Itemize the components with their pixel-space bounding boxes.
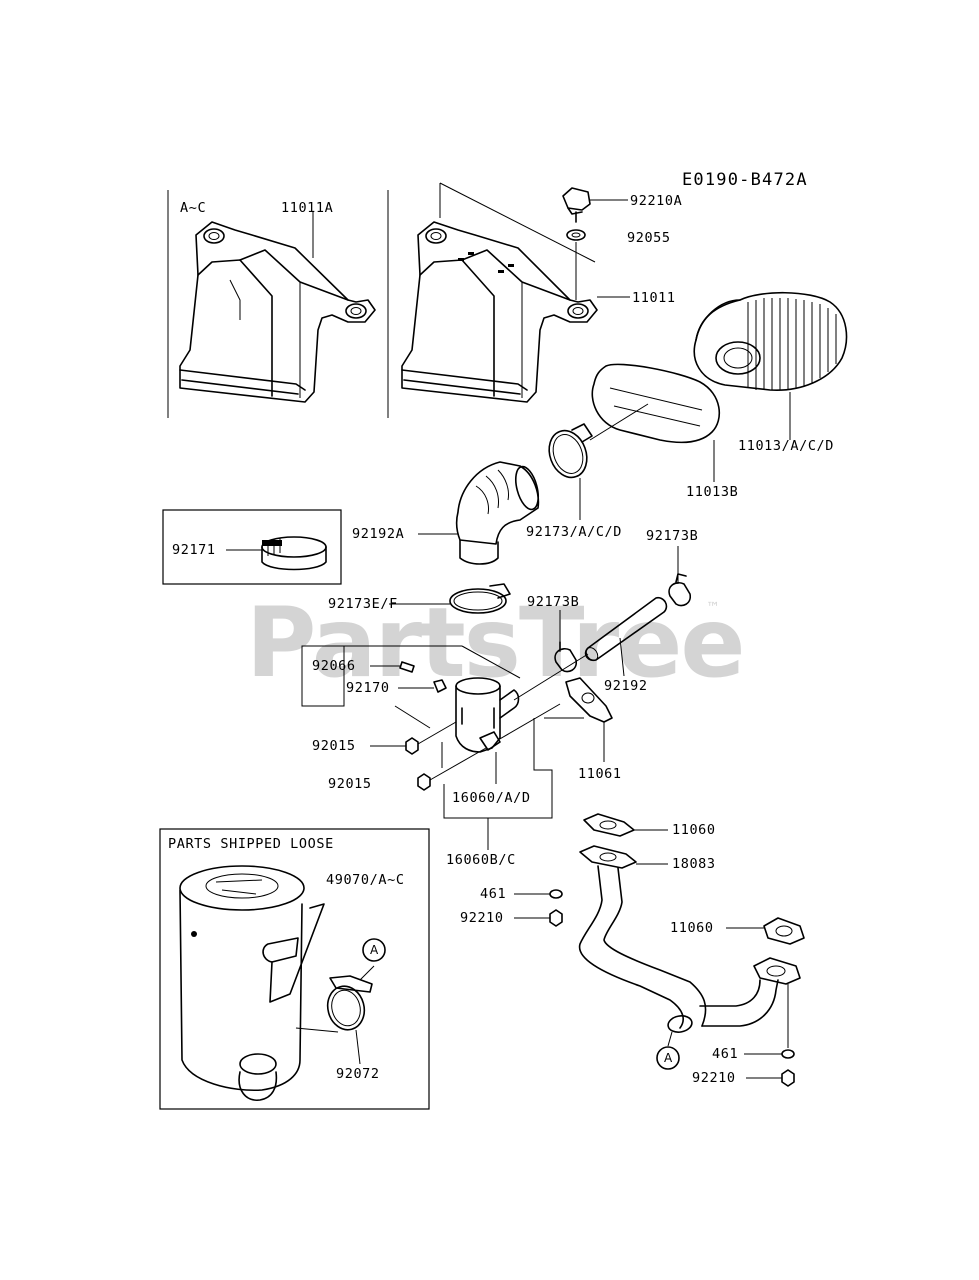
- gasket-11060-a: [583, 813, 635, 837]
- label-11011: 11011: [632, 290, 676, 306]
- trademark-symbol: ™: [706, 600, 720, 616]
- leader-92072: [355, 1029, 361, 1065]
- washer-461-a: [549, 889, 563, 899]
- nut-92210-a: [549, 909, 563, 927]
- bolt-92170: [433, 679, 447, 693]
- label-92173EF: 92173E/F: [328, 596, 398, 612]
- label-92055: 92055: [627, 230, 671, 246]
- label-92192: 92192: [604, 678, 648, 694]
- muffler-49070: [179, 865, 325, 1101]
- variant-note: A~C: [180, 200, 206, 216]
- intake-pipe-16060: [455, 677, 520, 753]
- label-92173B-mid: 92173B: [527, 594, 579, 610]
- label-92210A: 92210A: [630, 193, 682, 209]
- label-92066: 92066: [312, 658, 356, 674]
- label-11060-b: 11060: [670, 920, 714, 936]
- watermark: PartsTree: [246, 587, 743, 699]
- gasket-11061: [565, 677, 613, 723]
- nut-92015-a: [405, 737, 419, 755]
- clamp-92171: [261, 536, 327, 571]
- hose-92192: [584, 596, 668, 662]
- leader-92192: [619, 637, 625, 677]
- label-92210-a: 92210: [460, 910, 504, 926]
- washer-461-b: [781, 1049, 795, 1059]
- label-461-a: 461: [480, 886, 506, 902]
- label-92072: 92072: [336, 1066, 380, 1082]
- label-11060-a: 11060: [672, 822, 716, 838]
- gasket-11060-b: [763, 917, 805, 945]
- label-92173B-top: 92173B: [646, 528, 698, 544]
- label-92170: 92170: [346, 680, 390, 696]
- clamp-92173ACD: [548, 423, 593, 479]
- label-16060AD: 16060/A/D: [452, 790, 531, 806]
- box-parts-shipped-loose: [159, 828, 430, 1110]
- label-92192A: 92192A: [352, 526, 404, 542]
- bracket-16060: [443, 718, 553, 819]
- callout-a-exhaust-letter: A: [664, 1051, 673, 1065]
- label-92171: 92171: [172, 542, 216, 558]
- nut-92015-b: [417, 773, 431, 791]
- label-11011A: 11011A: [281, 200, 333, 216]
- air-cleaner-base-11011: [401, 221, 598, 403]
- callout-a-loose: [362, 938, 386, 962]
- label-16060BC: 16060B/C: [446, 852, 516, 868]
- label-92210-b: 92210: [692, 1070, 736, 1086]
- clamp-92173EF: [449, 583, 511, 614]
- bolt-92210A: [562, 187, 591, 223]
- label-11061: 11061: [578, 766, 622, 782]
- filter-element-11013: [693, 291, 848, 391]
- label-92015-a: 92015: [312, 738, 356, 754]
- stud-92066: [399, 661, 415, 673]
- label-11013: 11013/A/C/D: [738, 438, 834, 454]
- label-92173ACD: 92173/A/C/D: [526, 524, 622, 540]
- elbow-hose-92192A: [455, 461, 540, 565]
- label-461-b: 461: [712, 1046, 738, 1062]
- callout-a-exhaust: [656, 1046, 680, 1070]
- assembly-line-clamp: [589, 403, 649, 441]
- nut-92210-b: [781, 1069, 795, 1087]
- label-92015-b: 92015: [328, 776, 372, 792]
- clamp-92072: [326, 965, 375, 1031]
- label-49070: 49070/A~C: [326, 872, 405, 888]
- pre-cleaner-11013B: [591, 363, 720, 444]
- loose-parts-title: PARTS SHIPPED LOOSE: [168, 836, 334, 852]
- assembly-line-top: [439, 182, 596, 263]
- diagram-code: E0190-B472A: [682, 170, 808, 190]
- box-92171: [162, 509, 342, 585]
- callout-a-loose-letter: A: [370, 943, 379, 957]
- assembly-line-hose: [513, 653, 589, 701]
- air-cleaner-base-11011A: [179, 221, 376, 403]
- label-11013B: 11013B: [686, 484, 738, 500]
- label-18083: 18083: [672, 856, 716, 872]
- bracket-92066: [301, 645, 462, 707]
- washer-92055: [566, 229, 586, 241]
- exhaust-pipe-18083: [578, 845, 801, 1033]
